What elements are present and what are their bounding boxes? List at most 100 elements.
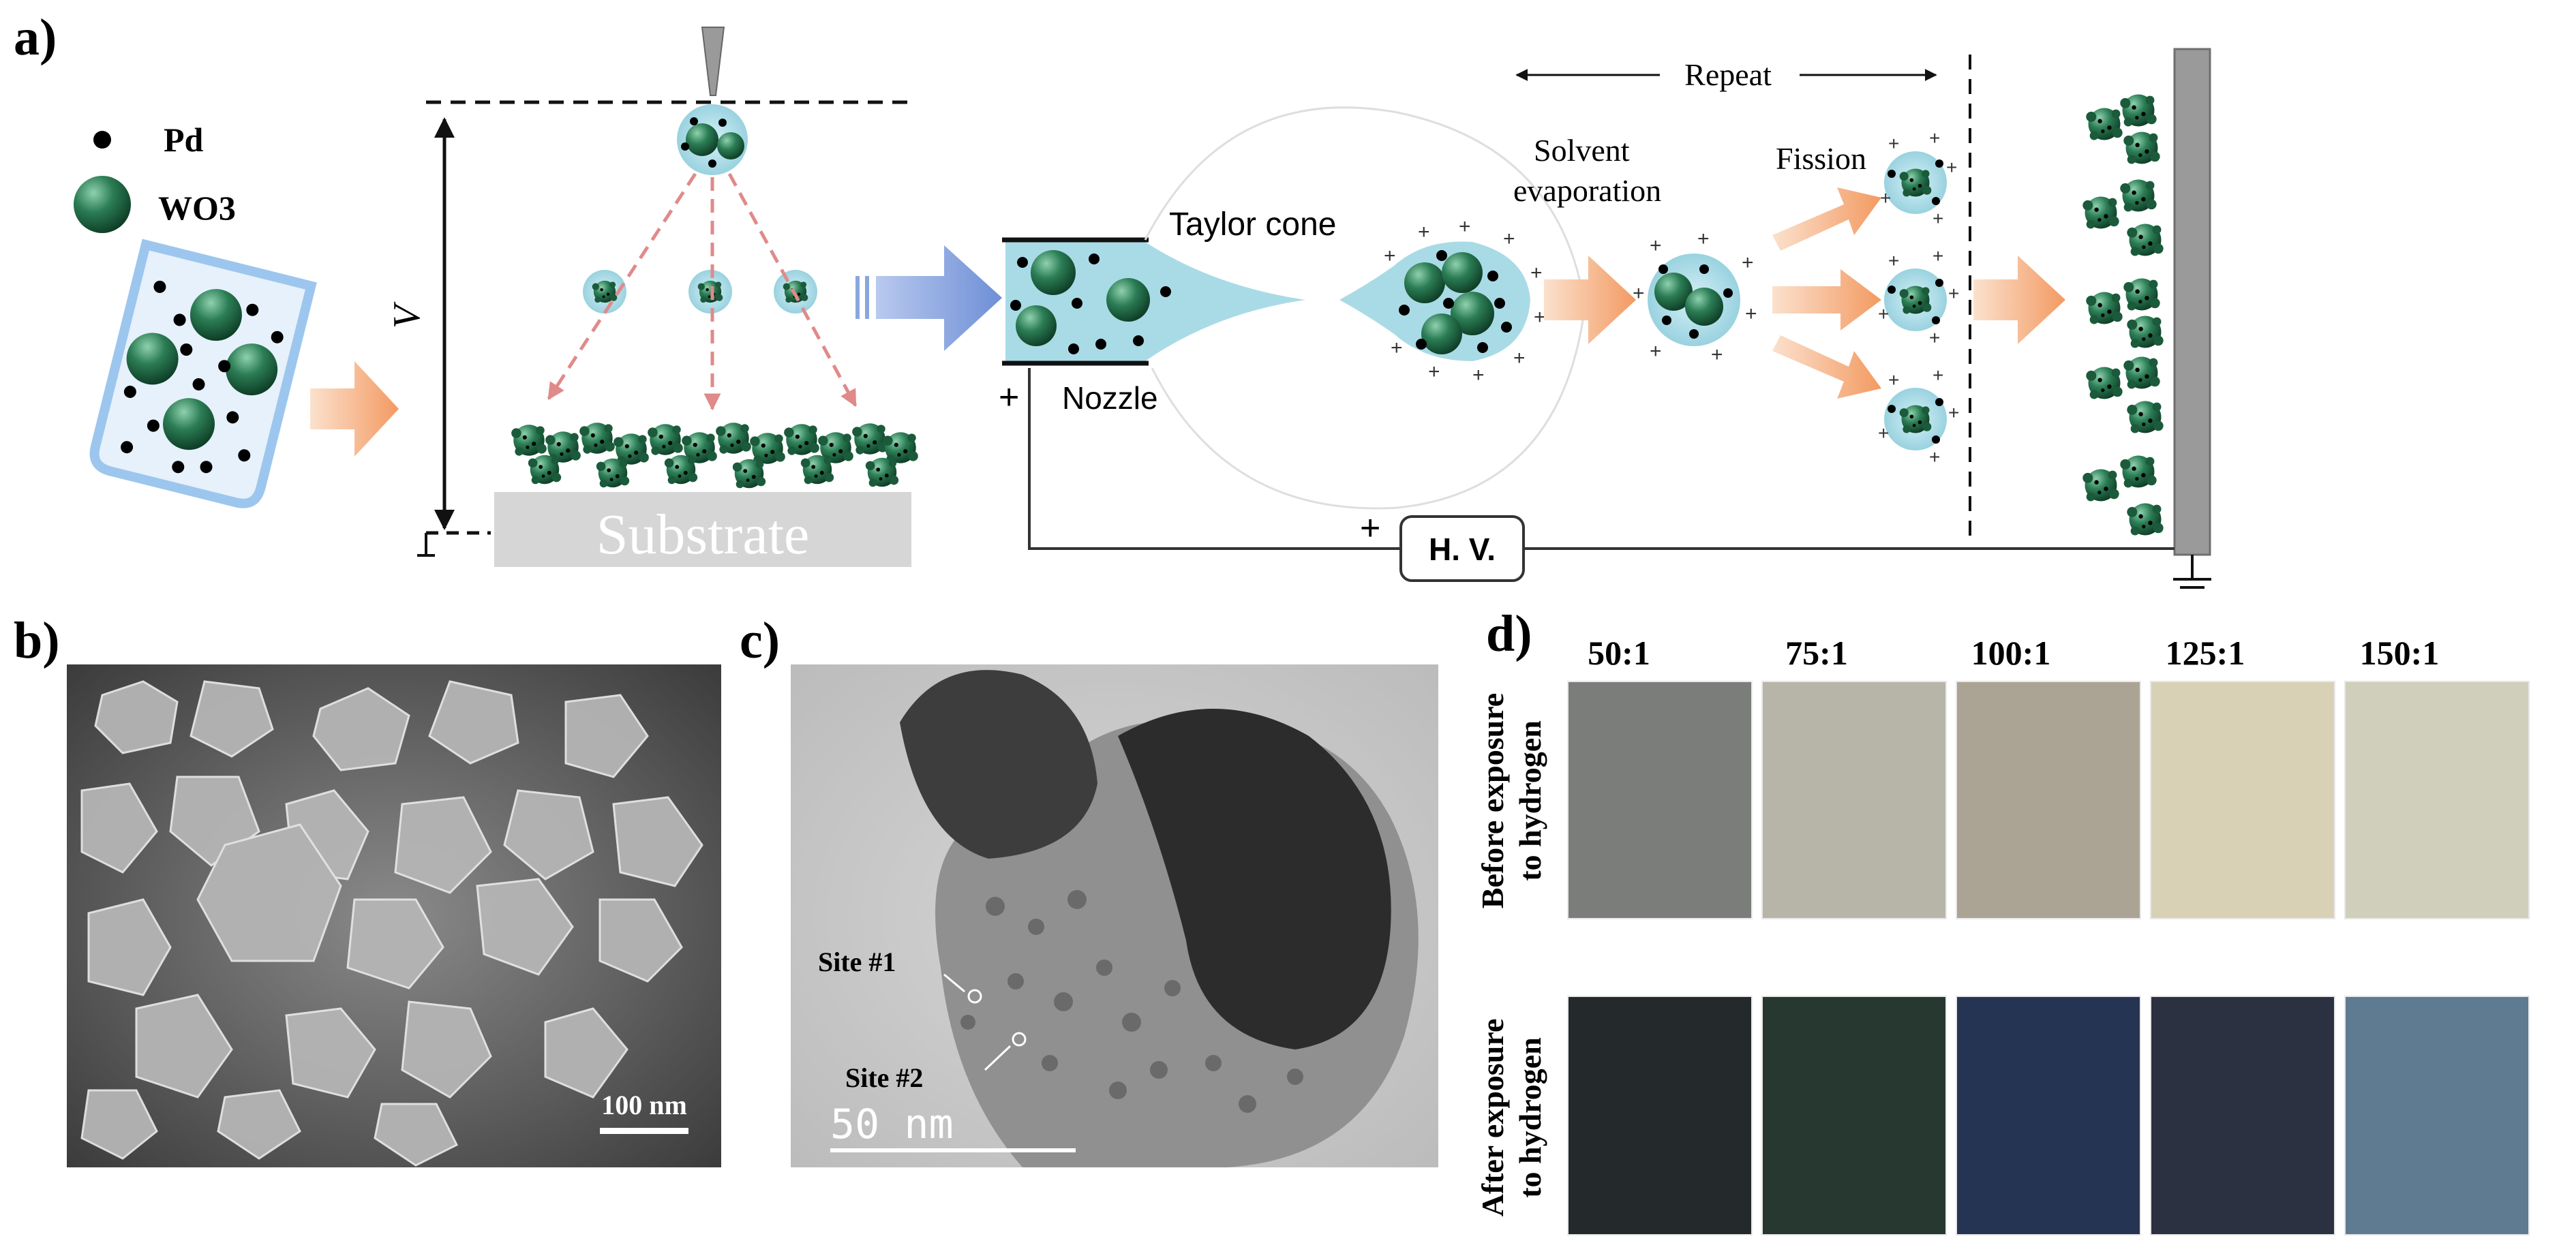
- process-arrow-3: [1973, 256, 2065, 344]
- before-row-label-line2: to hydrogen: [1513, 720, 1547, 881]
- fission-arrow-down: [1772, 335, 1881, 399]
- after-swatch-1: [1567, 996, 1753, 1236]
- after-row-label-line2: to hydrogen: [1513, 1037, 1547, 1198]
- high-voltage-source: [1399, 515, 1525, 582]
- after-row-label-line1: After exposure: [1475, 1019, 1510, 1217]
- svg-text:+: +: [1880, 187, 1891, 209]
- svg-text:+: +: [1384, 245, 1396, 267]
- charged-droplet: + + + + + + + + + +: [1339, 215, 1546, 386]
- before-swatch-3: [1956, 681, 2141, 919]
- ratio-label-4: 125:1: [2166, 634, 2245, 672]
- tem-scale-bar: [830, 1148, 1076, 1152]
- small-droplet: [688, 270, 732, 313]
- solvent-evaporation-label-line1: Solvent: [1534, 133, 1630, 168]
- blue-process-arrow: [855, 245, 1002, 351]
- tem-pd-nanoparticles: [960, 890, 1303, 1113]
- svg-text:+: +: [1888, 250, 1899, 271]
- tem-dark-crystal: [900, 670, 1097, 859]
- trajectory-right: [727, 172, 858, 408]
- wo3-legend-label: WO3: [158, 189, 236, 227]
- svg-text:+: +: [1503, 228, 1515, 250]
- fission-droplet: +++++: [1880, 127, 1957, 229]
- taylor-cone-label: Taylor cone: [1169, 206, 1336, 243]
- svg-text:+: +: [1697, 228, 1710, 250]
- svg-text:+: +: [1929, 327, 1940, 348]
- collector-plate: [2173, 48, 2211, 556]
- ratio-label-5: 150:1: [2360, 634, 2440, 672]
- svg-text:+: +: [1472, 364, 1485, 386]
- svg-text:+: +: [1933, 365, 1943, 386]
- svg-text:+: +: [1534, 306, 1546, 328]
- small-droplet: [774, 270, 817, 313]
- svg-text:+: +: [1933, 245, 1943, 266]
- beaker-icon: [89, 239, 317, 508]
- svg-text:+: +: [1711, 343, 1723, 366]
- evaporated-droplet: +++ +++ +: [1633, 228, 1757, 366]
- panel-c: c) Site #1 Site #2 50 nm: [740, 612, 1438, 1167]
- after-swatch-3: [1956, 996, 2141, 1236]
- hv-label: H. V.: [1429, 532, 1496, 567]
- source-droplet: [677, 104, 748, 175]
- panel-d: d) 50:1 75:1 100:1 125:1 150:1 Before ex…: [1475, 605, 2530, 1236]
- process-arrow-2: [1544, 256, 1636, 344]
- svg-text:+: +: [1530, 262, 1543, 284]
- substrate-label: Substrate: [596, 503, 810, 566]
- site-2-marker: [1012, 1032, 1027, 1047]
- nozzle-label: Nozzle: [1062, 380, 1158, 416]
- svg-text:+: +: [1878, 303, 1889, 324]
- svg-text:+: +: [1929, 127, 1940, 149]
- after-swatch-4: [2150, 996, 2335, 1236]
- panel-a-label: a): [14, 9, 57, 66]
- svg-text:+: +: [1459, 215, 1471, 238]
- before-swatch-5: [2344, 681, 2530, 919]
- pd-legend-dot: [93, 131, 111, 149]
- tem-dark-core: [1118, 709, 1391, 1049]
- sem-particles: [80, 680, 703, 1167]
- before-swatch-2: [1761, 681, 1947, 919]
- trajectory-left: [547, 172, 697, 401]
- after-swatch-row: [1567, 996, 2530, 1236]
- nozzle-plus-sign: +: [999, 378, 1019, 417]
- hv-plus-sign: +: [1360, 508, 1380, 548]
- before-row-label-line1: Before exposure: [1475, 693, 1510, 908]
- site-2-label: Site #2: [845, 1062, 923, 1093]
- svg-text:+: +: [1745, 303, 1757, 325]
- svg-text:+: +: [1888, 369, 1899, 390]
- collector-deposit: [2082, 94, 2164, 536]
- ratio-label-2: 75:1: [1785, 634, 1848, 672]
- panel-d-label: d): [1486, 605, 1532, 662]
- solvent-evaporation-label-line2: evaporation: [1513, 173, 1661, 208]
- svg-text:+: +: [1391, 337, 1403, 359]
- ratio-label-1: 50:1: [1588, 634, 1650, 672]
- before-swatch-row: [1567, 681, 2530, 919]
- svg-text:+: +: [1929, 446, 1940, 467]
- deposited-layer: [511, 423, 918, 489]
- panel-b: b) 100 nm: [14, 612, 721, 1167]
- svg-text:+: +: [1418, 221, 1430, 243]
- svg-text:+: +: [1428, 360, 1440, 383]
- substrate-block: [494, 492, 911, 567]
- svg-text:+: +: [1878, 423, 1889, 444]
- panel-a: a) Pd WO3 V: [14, 9, 2211, 589]
- process-arrow-1: [310, 361, 399, 457]
- panel-b-label: b): [14, 612, 60, 669]
- svg-text:+: +: [1888, 133, 1899, 154]
- small-droplet: [583, 270, 626, 313]
- tem-scale-bar-label: 50 nm: [830, 1101, 954, 1148]
- after-swatch-5: [2344, 996, 2530, 1236]
- nozzle: [1002, 237, 1305, 366]
- fission-arrow-up: [1772, 187, 1881, 251]
- sem-scale-bar: [600, 1128, 688, 1134]
- sem-scale-bar-label: 100 nm: [601, 1090, 687, 1120]
- fission-droplet: +++++: [1878, 365, 1959, 467]
- svg-text:+: +: [1742, 251, 1754, 274]
- site-1-marker: [967, 989, 982, 1004]
- fission-label: Fission: [1776, 141, 1866, 176]
- svg-text:+: +: [1513, 347, 1526, 369]
- height-label: V: [386, 301, 428, 328]
- svg-text:+: +: [1650, 340, 1662, 363]
- svg-text:+: +: [1650, 234, 1662, 257]
- svg-text:+: +: [1948, 402, 1959, 423]
- pd-legend-label: Pd: [164, 121, 204, 159]
